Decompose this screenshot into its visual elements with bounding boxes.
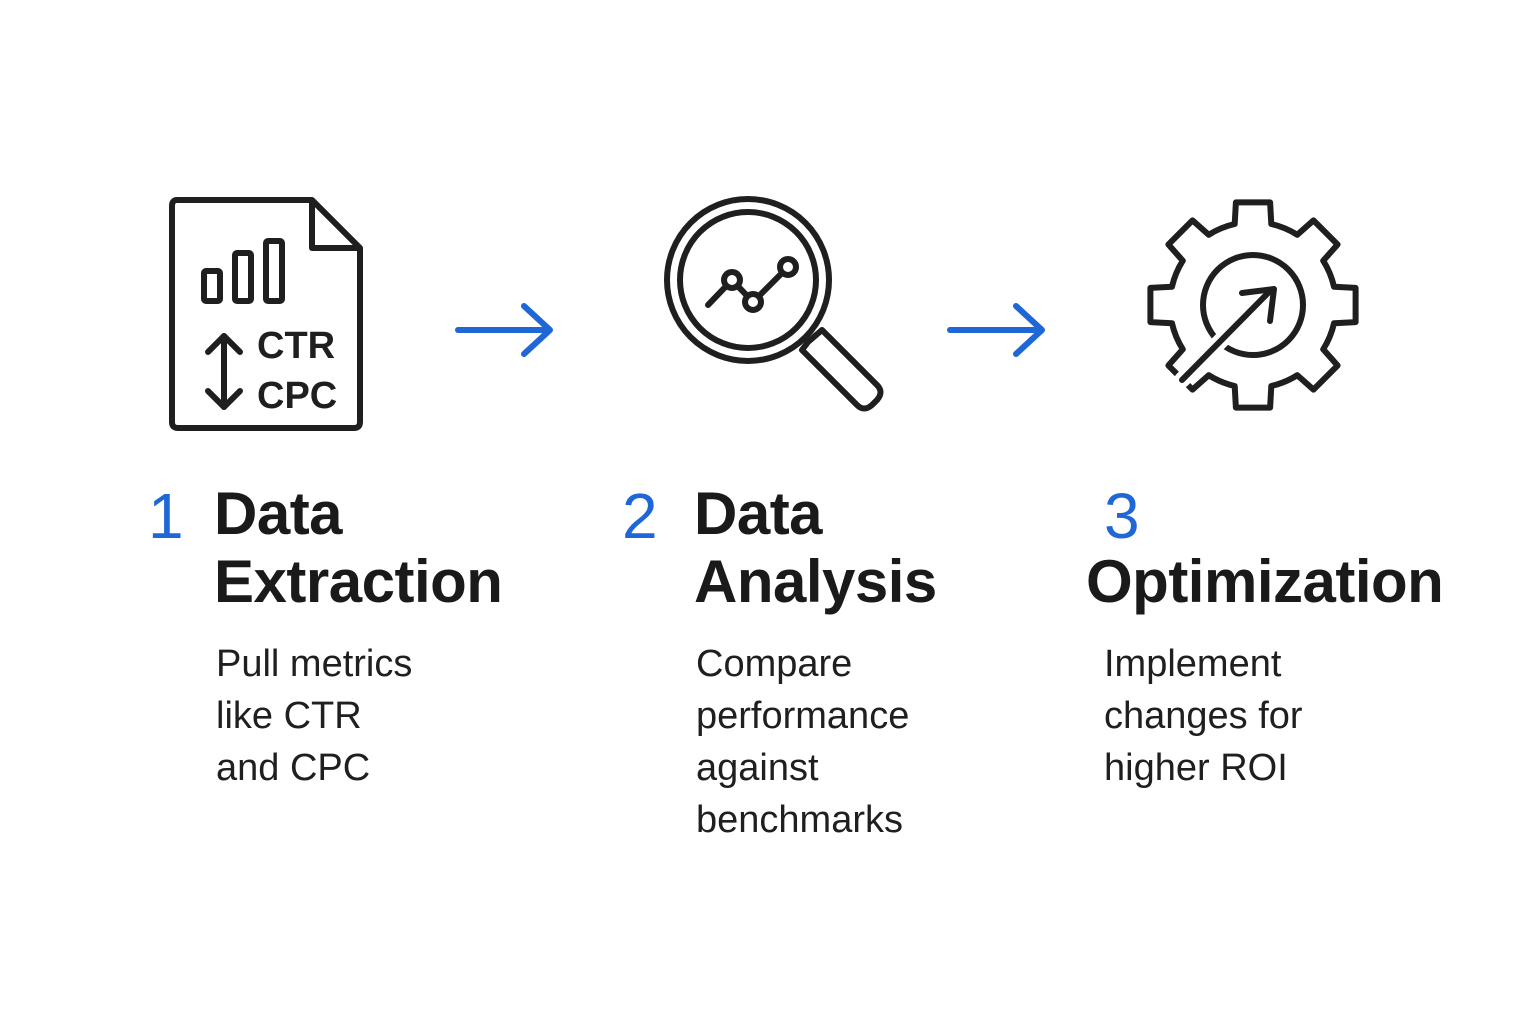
magnifier-trend-icon [650,190,890,430]
arrow-right-icon [944,300,1054,369]
step-description-line: performance [696,695,910,737]
step-title-line: Analysis [694,548,937,615]
step-number-1: 1 [148,480,184,552]
step-description-line: and CPC [216,747,371,789]
step-title-line: Optimization [1086,548,1444,615]
step-description-line: benchmarks [696,799,903,841]
step-title-line: Data [214,480,343,547]
step-description-1: Pull metrics like CTR and CPC [216,638,412,794]
step-title-1: Data Extraction [214,480,503,616]
step-description-line: Implement [1104,643,1282,685]
step-description-line: like CTR [216,695,362,737]
step-title-line: Extraction [214,548,503,615]
step-description-line: Compare [696,643,853,685]
icon-label-ctr: CTR [257,325,335,367]
document-chart-icon: CTR CPC [160,190,390,440]
step-description-2: Compare performance against benchmarks [696,638,909,846]
arrow-right-icon [452,300,562,369]
step-title-line: Data [694,480,823,547]
step-description-line: against [696,747,819,789]
step-title-2: Data Analysis [694,480,937,616]
step-number-2: 2 [622,480,658,552]
step-title-3: Optimization [1086,548,1444,616]
icon-label-cpc: CPC [257,375,337,417]
step-number-3: 3 [1104,480,1140,552]
up-down-arrow-icon [205,333,243,410]
step-description-3: Implement changes for higher ROI [1104,638,1303,794]
step-description-line: higher ROI [1104,747,1288,789]
gear-arrow-icon [1140,193,1370,423]
step-description-line: changes for [1104,695,1303,737]
step-description-line: Pull metrics [216,643,413,685]
